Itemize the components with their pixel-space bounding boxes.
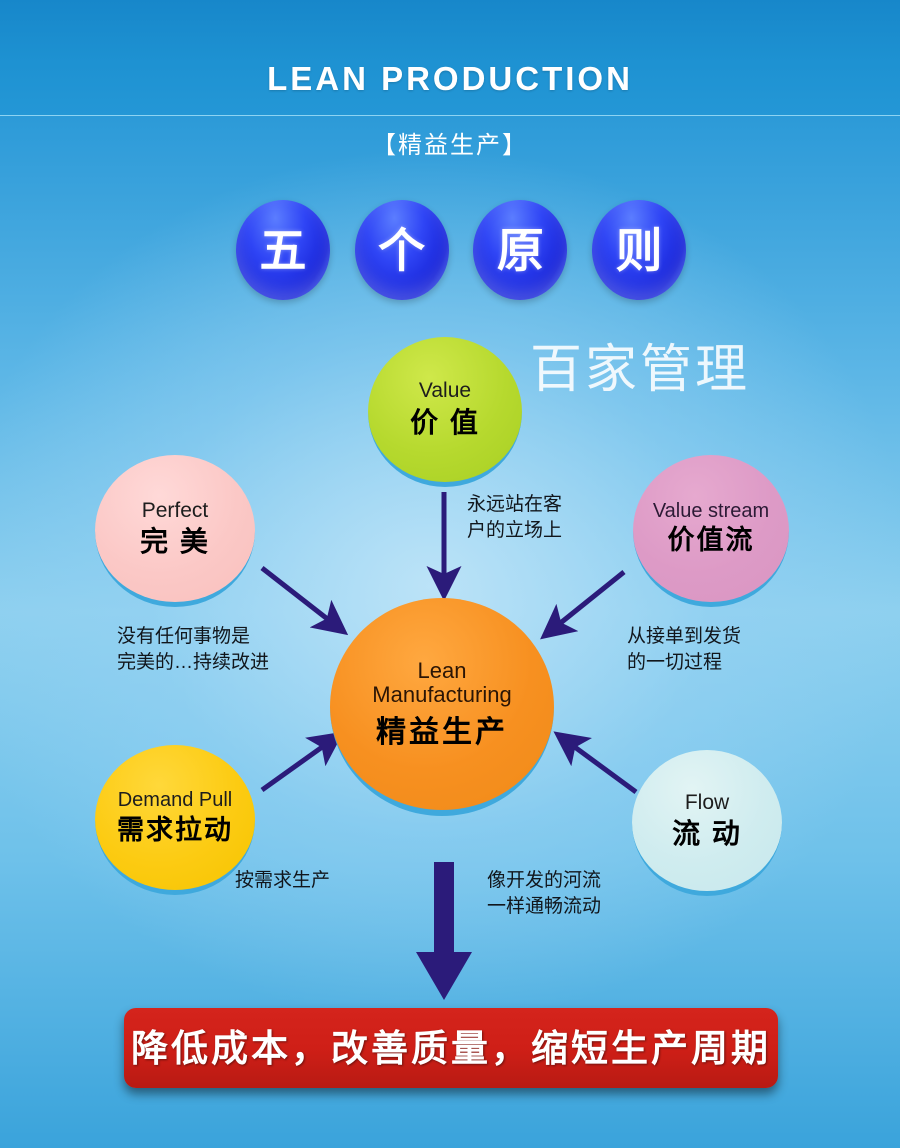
bubble-demand-pull[interactable]: Demand Pull 需求拉动 bbox=[95, 745, 255, 895]
bubble-perfect-cn: 完 美 bbox=[140, 525, 210, 557]
note-flow: 像开发的河流 一样通畅流动 bbox=[487, 870, 602, 917]
bubble-flow-cn: 流 动 bbox=[672, 817, 742, 849]
note-demand-pull: 按需求生产 bbox=[235, 870, 331, 891]
bubble-value-stream-cn: 价值流 bbox=[667, 525, 755, 556]
bubble-perfect-en: Perfect bbox=[141, 498, 209, 522]
header-band bbox=[0, 0, 900, 116]
principle-ball-2: 个 bbox=[354, 200, 449, 300]
result-banner-text: 降低成本，改善质量，缩短生产周期 bbox=[131, 1027, 771, 1069]
bubble-flow-en: Flow bbox=[684, 790, 730, 814]
note-perfect: 没有任何事物是 完美的…持续改进 bbox=[117, 626, 270, 673]
principle-ball-4: 则 bbox=[591, 200, 686, 300]
bubble-value-stream-en: Value stream bbox=[652, 500, 770, 523]
bubble-perfect[interactable]: Perfect 完 美 bbox=[95, 455, 255, 607]
note-value-stream: 从接单到发货 的一切过程 bbox=[627, 626, 742, 673]
five-principles-row: 五 个 原 则 bbox=[236, 198, 686, 302]
bubble-center-cn: 精益生产 bbox=[376, 715, 508, 749]
bubble-demand-pull-en: Demand Pull bbox=[117, 788, 233, 811]
principle-ball-1: 五 bbox=[236, 200, 330, 300]
principle-ball-3: 原 bbox=[473, 200, 568, 300]
note-value: 永远站在客 户的立场上 bbox=[467, 494, 563, 541]
result-banner: 降低成本，改善质量，缩短生产周期 bbox=[124, 1008, 778, 1088]
bubble-value[interactable]: Value 价 值 bbox=[368, 337, 522, 487]
bubble-value-cn: 价 值 bbox=[410, 407, 480, 439]
bubble-lean-manufacturing[interactable]: Lean Manufacturing 精益生产 bbox=[330, 598, 554, 816]
bubble-demand-pull-cn: 需求拉动 bbox=[117, 814, 233, 845]
bubble-value-stream[interactable]: Value stream 价值流 bbox=[633, 455, 789, 607]
page-subtitle: 【精益生产】 bbox=[372, 132, 528, 159]
watermark: 百家管理 bbox=[530, 342, 751, 399]
bubble-flow[interactable]: Flow 流 动 bbox=[632, 750, 782, 896]
page-title: LEAN PRODUCTION bbox=[267, 60, 633, 97]
bubble-center-en: Lean Manufacturing bbox=[372, 658, 512, 707]
bubble-value-en: Value bbox=[418, 379, 472, 403]
